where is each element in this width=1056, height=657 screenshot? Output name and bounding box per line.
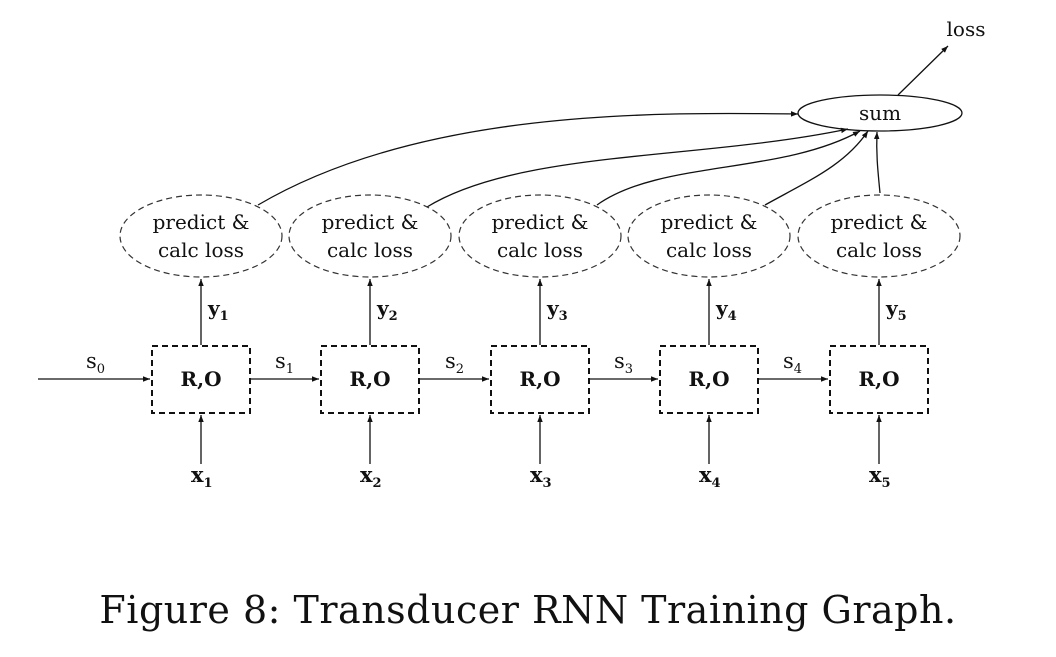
output-symbol: y <box>715 296 729 320</box>
predict-to-sum-edge-4 <box>764 130 869 206</box>
rnn-cell <box>320 345 420 414</box>
input-label: x4 <box>699 462 721 491</box>
input-symbol: x <box>191 462 204 487</box>
rnn-cell-label: R,O <box>349 367 390 391</box>
state-symbol: s <box>445 349 456 373</box>
timestep-5: predict & calc loss y5 R,O x5 <box>797 194 961 491</box>
loss-label: loss <box>947 17 986 41</box>
state-label-4: s4 <box>783 349 802 377</box>
timestep-1: predict & calc loss y1 R,O x1 <box>119 194 283 491</box>
predict-label-line2: calc loss <box>497 238 583 262</box>
timestep-3: predict & calc loss y3 R,O x3 <box>458 194 622 491</box>
rnn-cell <box>151 345 251 414</box>
input-subscript: 1 <box>204 476 213 491</box>
input-label: x3 <box>530 462 552 491</box>
state-symbol: s <box>86 349 97 373</box>
figure-caption: Figure 8: Transducer RNN Training Graph. <box>99 588 957 632</box>
predict-label-line2: calc loss <box>158 238 244 262</box>
predict-label-line2: calc loss <box>666 238 752 262</box>
output-symbol: y <box>546 296 560 320</box>
predict-label-line1: predict & <box>322 210 419 234</box>
rnn-cell-label: R,O <box>688 367 729 391</box>
input-symbol: x <box>360 462 373 487</box>
state-subscript: 3 <box>625 362 633 377</box>
predict-node <box>458 194 622 278</box>
state-subscript: 1 <box>286 362 294 377</box>
state-label-1: s1 <box>275 349 294 377</box>
rnn-cell-label: R,O <box>858 367 899 391</box>
output-subscript: 2 <box>389 309 398 324</box>
state-label-2: s2 <box>445 349 464 377</box>
predict-to-sum-edge-5 <box>873 131 881 194</box>
predict-label-line1: predict & <box>492 210 589 234</box>
predict-label-line2: calc loss <box>327 238 413 262</box>
rnn-cell-label: R,O <box>519 367 560 391</box>
input-label: x5 <box>869 462 891 491</box>
predict-node <box>288 194 452 278</box>
timestep-4: predict & calc loss y4 R,O x4 <box>627 194 791 491</box>
input-label: x1 <box>191 462 213 491</box>
state-symbol: s <box>783 349 794 373</box>
sum-node <box>797 94 963 132</box>
predict-label-line1: predict & <box>831 210 928 234</box>
predict-node <box>119 194 283 278</box>
output-label: y2 <box>376 296 398 324</box>
predict-node <box>797 194 961 278</box>
state-symbol: s <box>614 349 625 373</box>
input-label: x2 <box>360 462 382 491</box>
output-label: y3 <box>546 296 568 324</box>
state-subscript: 4 <box>794 362 802 377</box>
predict-to-sum-edge-2 <box>426 127 849 208</box>
state-label-3: s3 <box>614 349 633 377</box>
loss-arrow <box>897 45 949 96</box>
state-label-0: s0 <box>86 349 105 377</box>
output-subscript: 4 <box>728 309 737 324</box>
predict-label-line1: predict & <box>661 210 758 234</box>
output-label: y4 <box>715 296 737 324</box>
sum-label: sum <box>859 101 901 125</box>
input-subscript: 2 <box>373 476 382 491</box>
state-symbol: s <box>275 349 286 373</box>
input-symbol: x <box>530 462 543 487</box>
predict-to-sum-edge-3 <box>596 130 861 206</box>
rnn-cell <box>659 345 759 414</box>
output-symbol: y <box>885 296 899 320</box>
input-symbol: x <box>699 462 712 487</box>
input-subscript: 4 <box>712 476 721 491</box>
predict-label-line1: predict & <box>153 210 250 234</box>
state-subscript: 0 <box>97 362 105 377</box>
state-subscript: 2 <box>456 362 464 377</box>
output-label: y5 <box>885 296 907 324</box>
predict-node <box>627 194 791 278</box>
rnn-cell <box>829 345 929 414</box>
output-label: y1 <box>207 296 229 324</box>
input-subscript: 3 <box>543 476 552 491</box>
output-subscript: 1 <box>220 309 229 324</box>
timestep-2: predict & calc loss y2 R,O x2 <box>288 194 452 491</box>
rnn-cell <box>490 345 590 414</box>
predict-label-line2: calc loss <box>836 238 922 262</box>
output-symbol: y <box>207 296 221 320</box>
predict-to-sum-edge-1 <box>257 111 799 206</box>
input-symbol: x <box>869 462 882 487</box>
input-subscript: 5 <box>882 476 891 491</box>
output-subscript: 5 <box>898 309 907 324</box>
output-subscript: 3 <box>559 309 568 324</box>
rnn-cell-label: R,O <box>180 367 221 391</box>
output-symbol: y <box>376 296 390 320</box>
